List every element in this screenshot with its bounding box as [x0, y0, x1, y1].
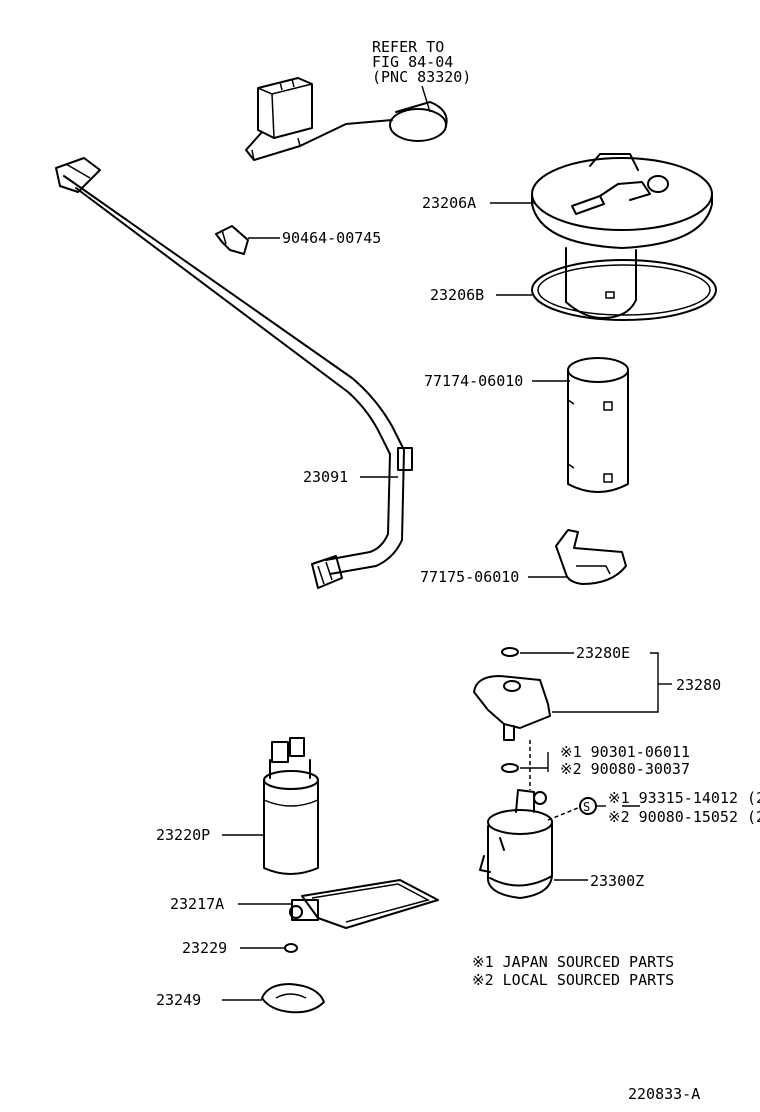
bracket-23280: 23280: [552, 652, 721, 713]
label-23206A: 23206A: [422, 194, 535, 212]
refer-line-2: FIG 84-04: [372, 53, 453, 71]
part-number-23229: 23229: [182, 939, 227, 957]
pump-filter: [289, 879, 439, 929]
label-23300Z: 23300Z: [554, 872, 644, 890]
part-number-23217A: 23217A: [170, 895, 224, 913]
gasket-23280E: 23280E: [501, 644, 630, 662]
cushion-23249: 23249: [156, 983, 325, 1014]
refer-to-note: REFER TO FIG 84-04 (PNC 83320): [372, 38, 471, 113]
o-ring-90301: ※1 90301-06011 ※2 90080-30037: [501, 740, 690, 790]
screw-callout: S ※1 93315-14012 (2) ※2 90080-15052 (2): [547, 789, 760, 826]
part-number-23300Z: 23300Z: [590, 872, 644, 890]
note-japan-sourced: ※1 JAPAN SOURCED PARTS: [472, 953, 674, 971]
bracket-gasket: [531, 259, 717, 321]
part-number-23220P: 23220P: [156, 826, 210, 844]
tube-clamp: [215, 225, 249, 255]
label-23217A: 23217A: [170, 895, 292, 913]
fuel-suction-tube: [55, 157, 413, 589]
label-90464-00745: 90464-00745: [248, 229, 381, 247]
clip-23229: 23229: [182, 939, 298, 957]
part-number-23091: 23091: [303, 468, 348, 486]
part-number-23280E: 23280E: [576, 644, 630, 662]
label-77174-06010: 77174-06010: [424, 372, 570, 390]
label-23220P: 23220P: [156, 826, 264, 844]
refer-line-3: (PNC 83320): [372, 68, 471, 86]
part-number-23249: 23249: [156, 991, 201, 1009]
figure-id: 220833-A: [628, 1085, 700, 1103]
part-number-90464-00745: 90464-00745: [282, 229, 381, 247]
part-number-90080-15052: ※2 90080-15052 (2): [608, 808, 760, 826]
label-23091: 23091: [303, 468, 398, 486]
sourcing-notes: ※1 JAPAN SOURCED PARTS ※2 LOCAL SOURCED …: [472, 953, 674, 989]
part-number-90080-30037: ※2 90080-30037: [560, 760, 690, 778]
part-number-23206A: 23206A: [422, 194, 476, 212]
fuel-pump: [263, 737, 319, 875]
service-mark: S: [583, 800, 590, 814]
refer-line-1: REFER TO: [372, 38, 444, 56]
part-number-23280: 23280: [676, 676, 721, 694]
part-number-23206B: 23206B: [430, 286, 484, 304]
pump-bracket: [531, 153, 713, 319]
label-23206B: 23206B: [430, 286, 532, 304]
pressure-regulator: [473, 675, 551, 741]
fuel-sender-gauge: [245, 77, 448, 161]
part-number-77174-06010: 77174-06010: [424, 372, 523, 390]
pump-cushion-lower: [555, 529, 627, 585]
label-77175-06010: 77175-06010: [420, 568, 568, 586]
part-number-93315-14012: ※1 93315-14012 (2): [608, 789, 760, 807]
pump-cushion: [567, 357, 629, 493]
note-local-sourced: ※2 LOCAL SOURCED PARTS: [472, 971, 674, 989]
part-number-90301-06011: ※1 90301-06011: [560, 743, 690, 761]
part-number-77175-06010: 77175-06010: [420, 568, 519, 586]
fuel-filter-assembly: [479, 789, 553, 899]
